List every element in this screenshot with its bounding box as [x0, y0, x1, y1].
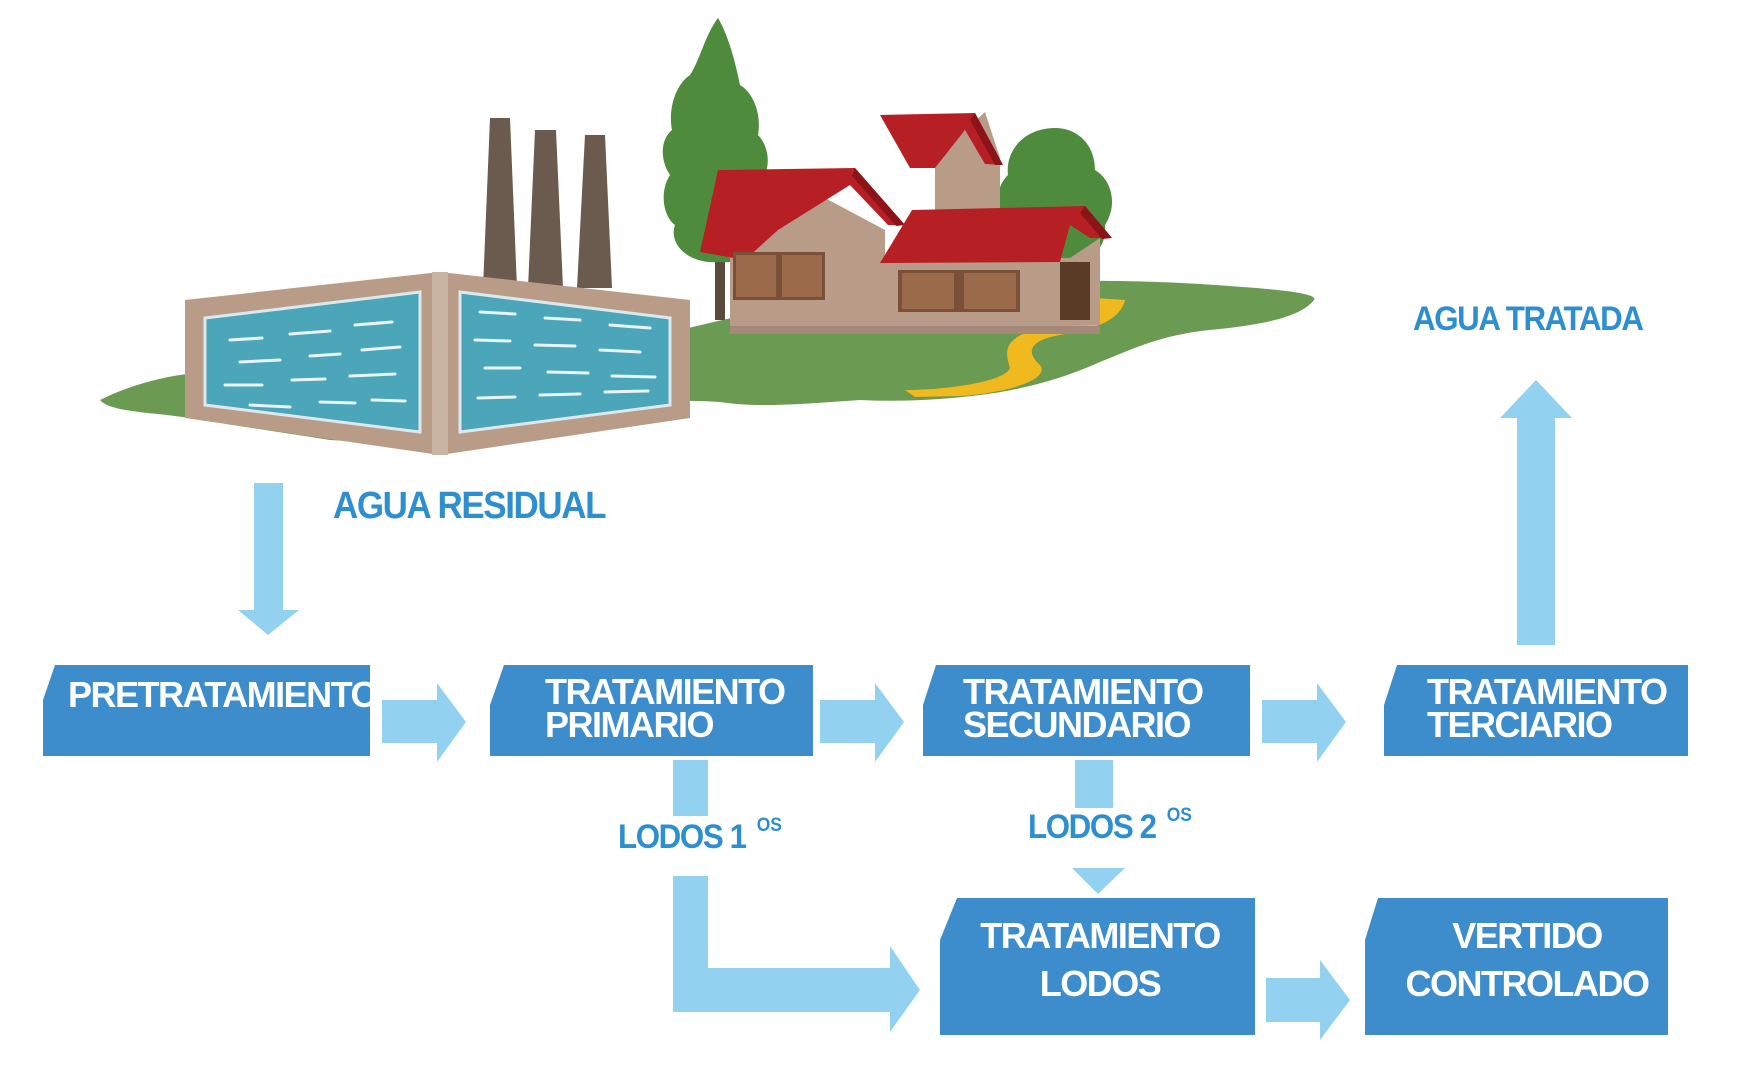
illustration	[100, 18, 1315, 455]
factory-icon	[185, 118, 690, 455]
label-agua-tratada: AGUA TRATADA	[1413, 300, 1644, 338]
label-lodos-2: LODOS 2 OS	[1028, 806, 1192, 846]
box-vertido-line-1: VERTIDO	[1452, 915, 1603, 956]
arrow-right-secundario-terciario	[1262, 683, 1346, 762]
box-vertido-line-2: CONTROLADO	[1405, 963, 1650, 1004]
box-terciario-line-1: TRATAMIENTO	[1427, 671, 1668, 712]
box-primario	[490, 665, 813, 756]
box-secundario-text: TRATAMIENTO SECUNDARIO	[963, 671, 1204, 745]
box-lodos-line-1: TRATAMIENTO	[980, 915, 1221, 956]
label-lodos-1: LODOS 1 OS	[618, 816, 782, 856]
arrow-right-primario-secundario	[820, 683, 904, 762]
box-terciario-line-2: TERCIARIO	[1427, 704, 1613, 745]
box-secundario-line-2: SECUNDARIO	[963, 704, 1192, 745]
box-primario-text: TRATAMIENTO PRIMARIO	[545, 671, 786, 745]
box-lodos-line-2: LODOS	[1039, 963, 1162, 1004]
box-secundario-line-1: TRATAMIENTO	[963, 671, 1204, 712]
box-primario-line-1: TRATAMIENTO	[545, 671, 786, 712]
box-pretratamiento	[43, 665, 370, 756]
box-primario-line-2: PRIMARIO	[545, 704, 715, 745]
house-icon	[700, 112, 1112, 334]
box-pretratamiento-line-1: PRETRATAMIENTO	[68, 674, 379, 715]
arrow-right-pre-primario	[382, 683, 466, 762]
box-lodos-text: TRATAMIENTO LODOS	[955, 912, 1245, 1008]
label-lodos-2-sup: OS	[1166, 805, 1192, 826]
arrow-down-lodos2	[1072, 868, 1125, 894]
box-vertido	[1365, 898, 1668, 1035]
arrow-up-tratada	[1500, 380, 1572, 645]
box-vertido-text: VERTIDO CONTROLADO	[1382, 912, 1672, 1008]
label-lodos-1-sup: OS	[756, 815, 782, 836]
label-lodos-2-text: LODOS 2	[1028, 808, 1157, 846]
label-lodos-1-text: LODOS 1	[618, 818, 747, 856]
arrow-down-residual	[238, 483, 299, 635]
box-lodos	[940, 898, 1255, 1035]
box-pretratamiento-text: PRETRATAMIENTO	[68, 674, 379, 715]
box-secundario	[923, 665, 1250, 756]
connector-secundario-down	[1075, 760, 1113, 808]
box-terciario-text: TRATAMIENTO TERCIARIO	[1427, 671, 1668, 745]
arrow-right-lodos-vertido	[1266, 960, 1350, 1040]
box-terciario	[1384, 665, 1688, 756]
arrow-elbow-lodos1	[673, 876, 920, 1032]
label-agua-residual: AGUA RESIDUAL	[333, 485, 606, 527]
connector-primario-down	[673, 760, 708, 816]
